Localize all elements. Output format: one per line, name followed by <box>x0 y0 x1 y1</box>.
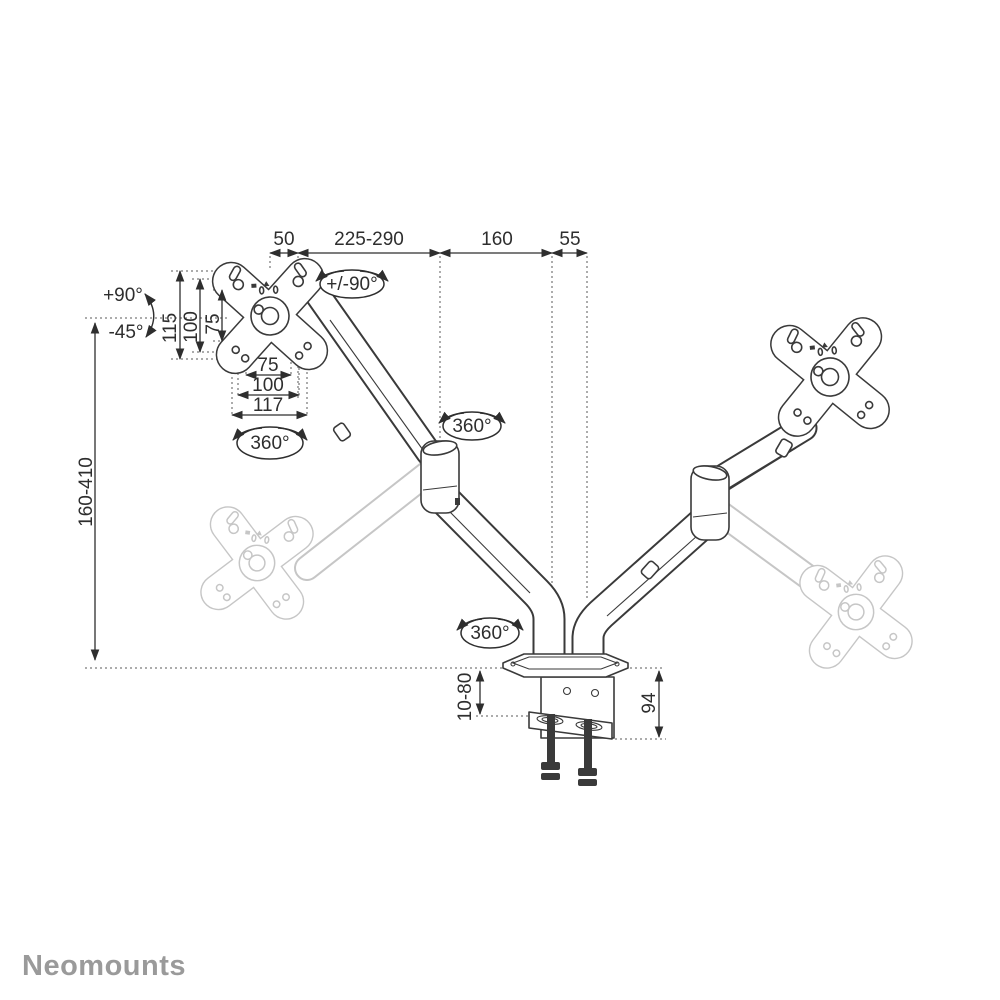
ghost-vesa-plate-right <box>789 545 923 679</box>
dim-label-10-80: 10-80 <box>455 673 476 722</box>
left-upper-arm <box>301 277 443 467</box>
rotation-badge-base: 360° <box>456 617 524 649</box>
dim-label-360-elbow: 360° <box>452 416 491 437</box>
dim-label-tilt-up: +90° <box>103 285 143 306</box>
dim-label-tilt-down: -45° <box>108 322 143 343</box>
dimensions: 50 225-290 160 55 +90° -45° 160-410 115 … <box>76 229 664 738</box>
dim-label-160: 160 <box>481 229 513 250</box>
vesa-plate-right <box>760 307 900 447</box>
base-plate <box>502 653 629 678</box>
left-elbow-joint <box>420 440 460 514</box>
dim-label-75h: 75 <box>257 355 278 376</box>
rotation-badge-vesa: 360° <box>232 426 308 460</box>
rotation-badge-elbow: 360° <box>438 411 506 441</box>
dim-label-50: 50 <box>273 229 294 250</box>
left-lower-arm <box>426 481 566 674</box>
cable-clip <box>332 422 352 442</box>
dim-label-swivel: +/-90° <box>326 274 377 295</box>
ghost-positions <box>190 460 923 679</box>
mount-drawing <box>203 249 900 786</box>
dim-label-100h: 100 <box>252 375 284 396</box>
cable-clip <box>640 560 660 580</box>
dim-label-100v: 100 <box>181 311 202 343</box>
right-elbow-joint <box>690 465 730 541</box>
right-lower-arm <box>571 505 721 674</box>
dim-label-360-vesa: 360° <box>250 433 289 454</box>
brand-logo: Neomounts <box>22 950 186 982</box>
clamp-bolts <box>541 714 597 786</box>
dim-label-115: 115 <box>160 313 181 343</box>
desk-clamp <box>528 676 615 786</box>
cable-clip <box>775 438 793 458</box>
dim-label-360-base: 360° <box>470 623 509 644</box>
dim-label-117: 117 <box>253 395 283 416</box>
tilt-arc-arrow <box>144 293 157 338</box>
dim-label-225-290: 225-290 <box>334 229 404 250</box>
swivel-badge: +/-90° <box>315 269 389 299</box>
dim-label-55: 55 <box>559 229 580 250</box>
dim-label-75v: 75 <box>203 313 224 334</box>
dim-label-height-range: 160-410 <box>76 457 97 527</box>
dim-label-94: 94 <box>639 692 660 714</box>
